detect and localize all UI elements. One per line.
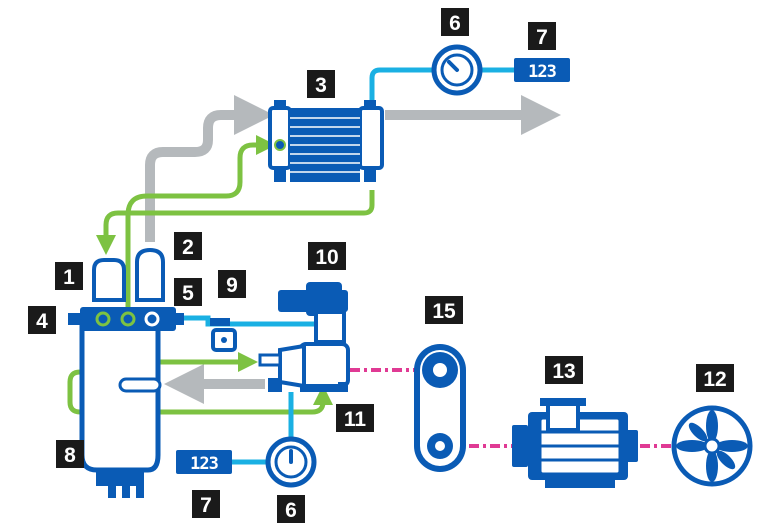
label-text: 7 <box>200 494 212 517</box>
label-12: 12 <box>696 364 734 392</box>
label-9: 9 <box>218 270 246 298</box>
display-value: 123 <box>528 62 556 82</box>
gauge-icon <box>431 44 483 96</box>
label-13: 13 <box>545 356 583 384</box>
manifold-block <box>68 307 184 331</box>
label-11: 11 <box>336 404 374 432</box>
separator-filter <box>135 247 165 302</box>
label-text: 6 <box>285 499 297 522</box>
display-icon: 123 <box>176 450 232 474</box>
display-value: 123 <box>190 454 218 474</box>
label-text: 3 <box>315 74 327 97</box>
label-text: 8 <box>64 444 76 467</box>
label-15: 15 <box>425 296 463 324</box>
label-text: 10 <box>315 246 338 269</box>
gauge-icon <box>265 436 317 488</box>
oil-cooler <box>268 100 384 182</box>
label-text: 13 <box>552 360 575 383</box>
motor-icon <box>512 398 638 488</box>
label-text: 11 <box>344 408 367 431</box>
oil-return-pipe <box>96 190 375 255</box>
separator-tank <box>79 320 162 498</box>
label-text: 1 <box>63 266 75 289</box>
label-text: 2 <box>182 236 194 259</box>
label-3: 3 <box>307 70 335 98</box>
fan-icon <box>671 405 753 487</box>
label-1: 1 <box>55 262 83 290</box>
label-10: 10 <box>308 242 346 270</box>
oil-to-cooler-pipe <box>125 135 276 310</box>
label-7-bottom: 7 <box>192 490 220 518</box>
label-7-top: 7 <box>528 22 556 50</box>
label-5: 5 <box>174 278 202 306</box>
label-6-top: 6 <box>441 8 469 36</box>
label-4: 4 <box>28 306 56 334</box>
solenoid-valve <box>210 318 237 352</box>
air-pipe-to-cooler <box>145 95 274 242</box>
valve-icon <box>278 282 348 344</box>
label-8: 8 <box>56 440 84 468</box>
label-text: 15 <box>432 300 456 323</box>
belt-drive-icon <box>414 344 466 472</box>
label-text: 6 <box>449 12 461 35</box>
oil-filter <box>92 258 126 302</box>
label-text: 9 <box>226 274 238 297</box>
label-6-bottom: 6 <box>277 495 305 523</box>
label-2: 2 <box>174 232 202 260</box>
label-text: 4 <box>36 310 48 333</box>
label-text: 12 <box>703 368 726 391</box>
compressor-icon <box>258 342 350 392</box>
display-icon: 123 <box>514 58 570 82</box>
signal-line-top <box>369 67 432 105</box>
label-text: 7 <box>536 26 548 49</box>
label-text: 5 <box>182 282 194 305</box>
